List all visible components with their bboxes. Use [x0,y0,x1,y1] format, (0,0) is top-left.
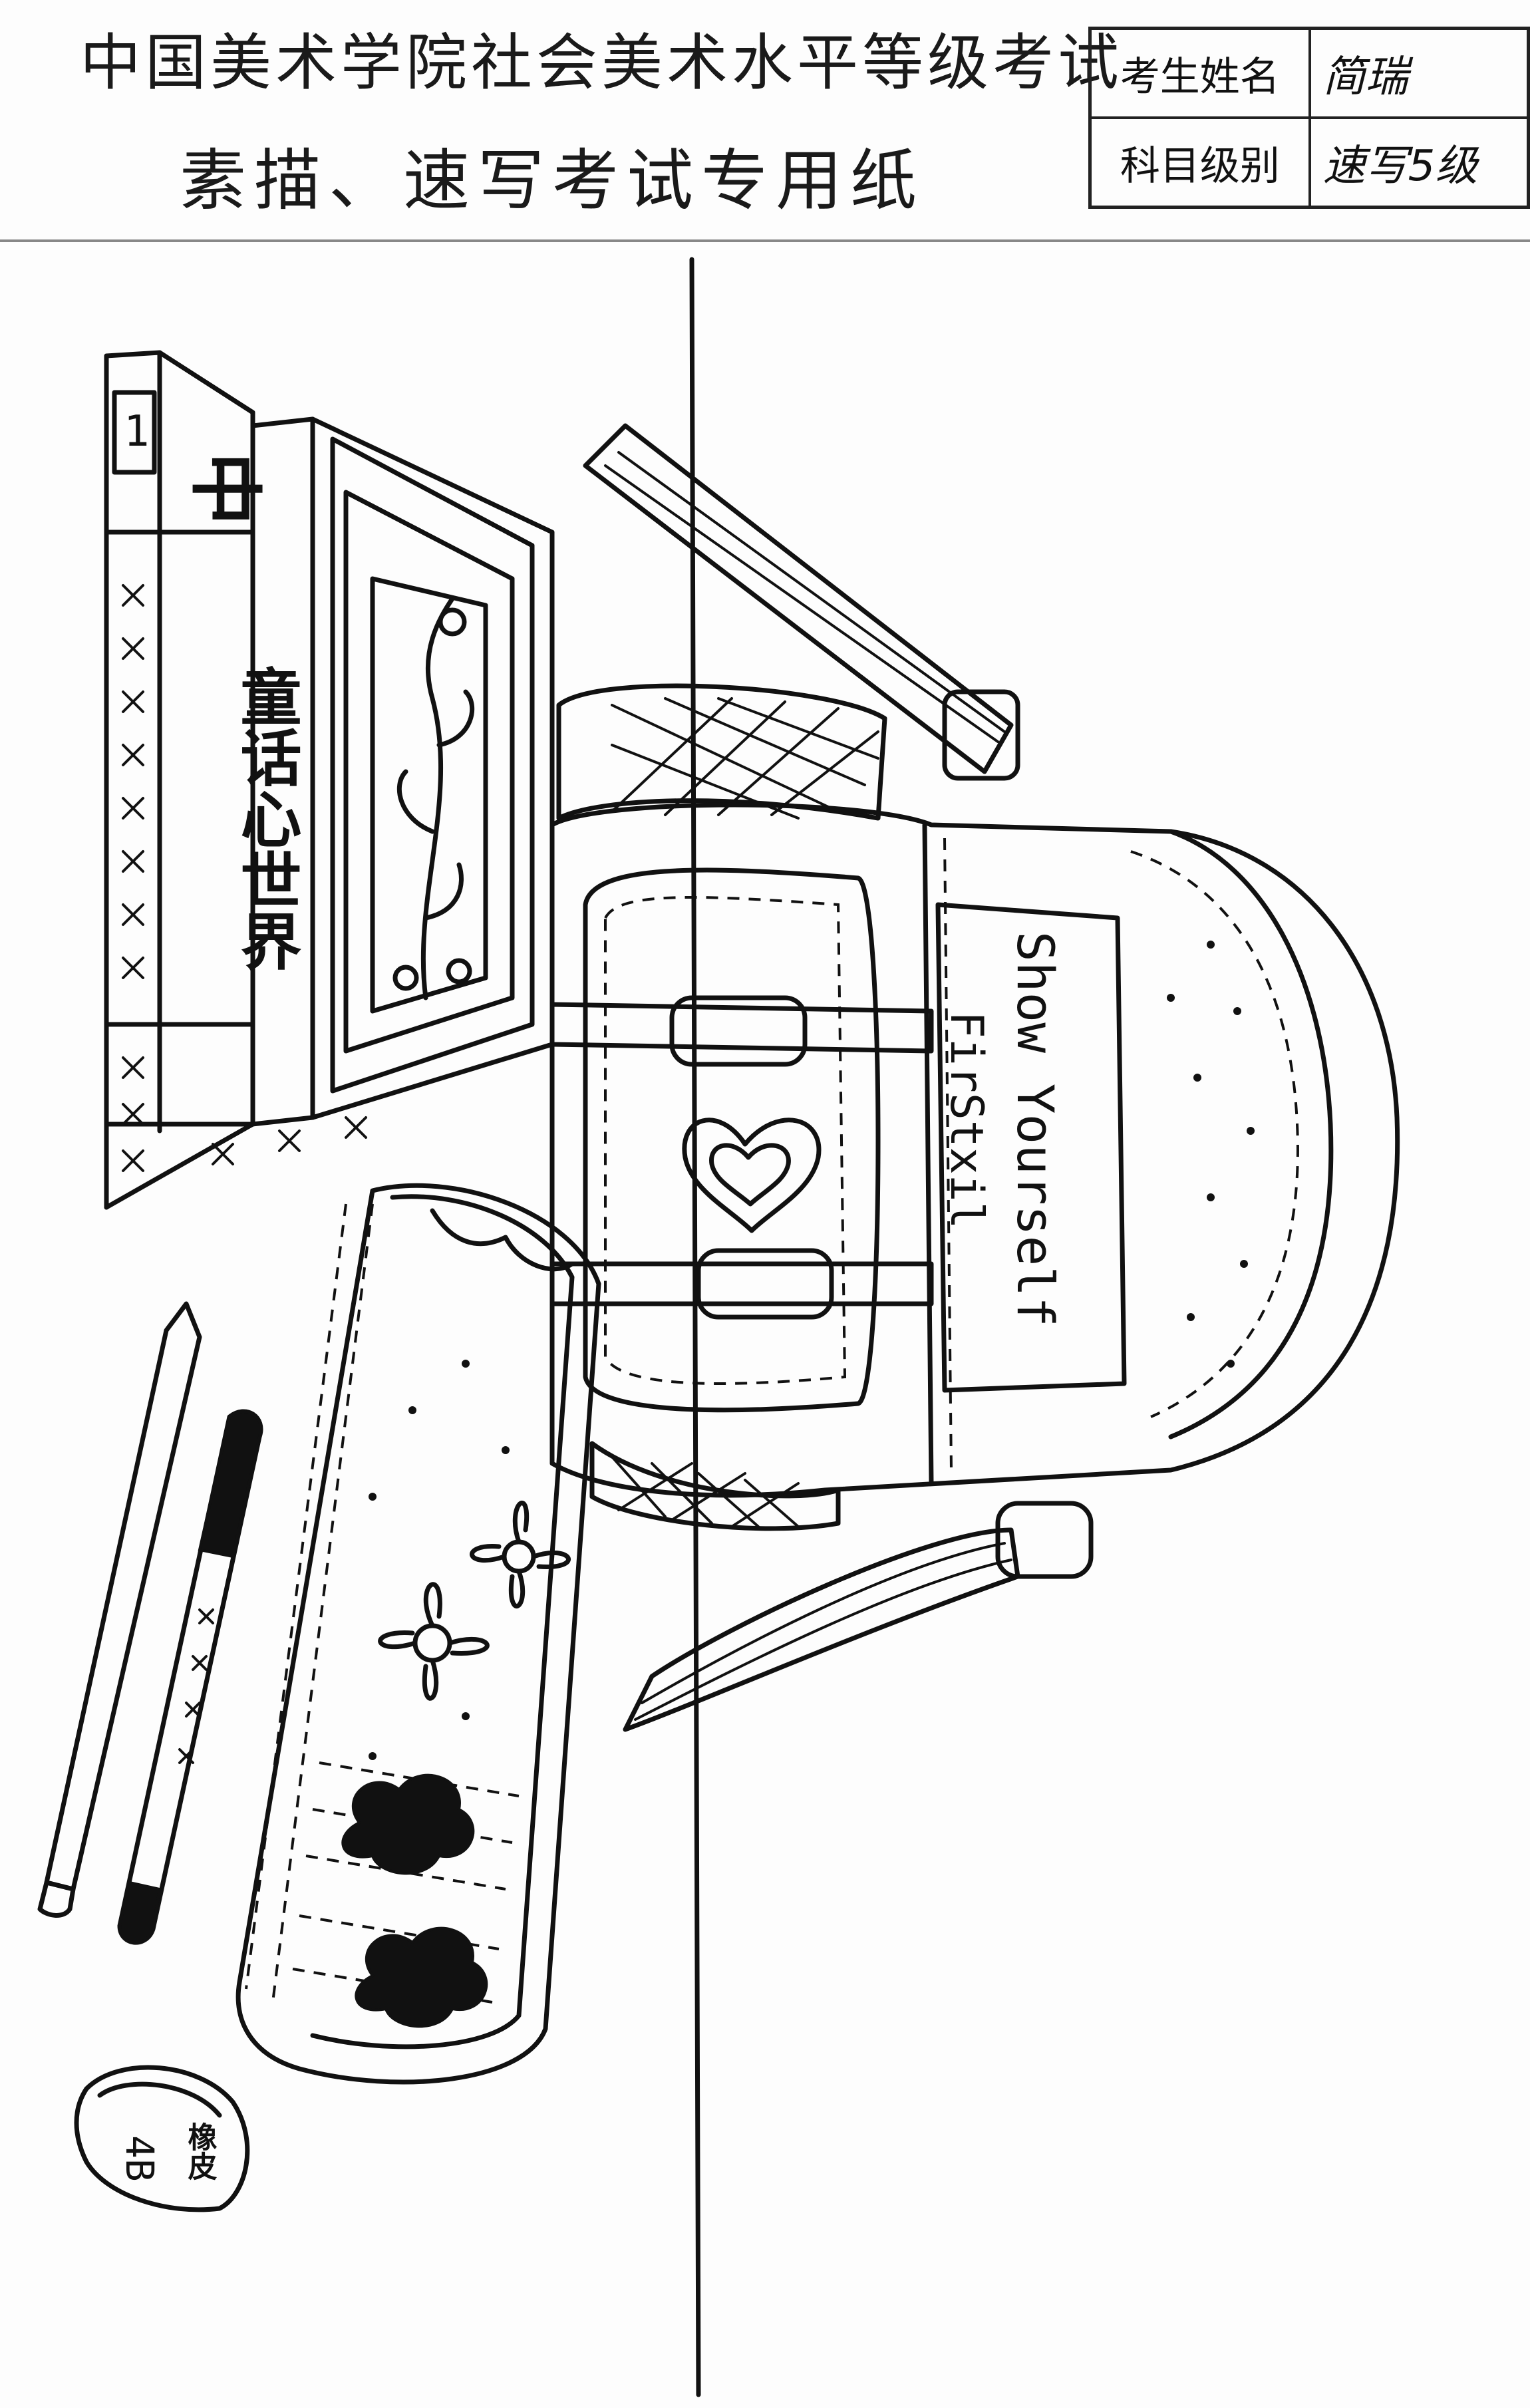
front-pocket [583,867,881,1413]
eraser: 4B 橡皮 [74,2065,250,2212]
subject-label: 科目级别 [1088,116,1311,209]
stitch-marks [122,584,367,1172]
strap-buckle-bottom [995,1501,1094,1579]
side-panel-dots [1167,941,1255,1368]
name-label: 考生姓名 [1088,27,1311,119]
buckle-upper [669,995,808,1067]
top-rim [556,683,887,821]
book-cover-panel [370,576,488,1014]
pencil-case [235,1183,601,2085]
cloud-mark-1 [341,1773,475,1875]
backpack-text-line2: FirStxil [940,1011,993,1229]
strap-buckle-top [942,689,1020,781]
book-title: 童话心世界 [230,665,302,971]
pen [117,1409,263,1945]
buckle-lower [696,1248,834,1320]
candidate-info-table: 考生姓名 简瑞 科目级别 速写5级 [1088,27,1530,209]
label-panel [935,902,1127,1393]
bottom-strap [623,1527,1020,1732]
backpack: Show Yourself FirStxil [549,423,1400,1732]
book-number-box [112,390,157,475]
pencil-body [44,1301,202,1892]
pencil-case-body [235,1183,601,2085]
book-cover-frame [330,436,535,1094]
eraser-label-grade: 4B [117,2135,162,2182]
book-spine-mark: 中 [182,452,268,526]
eraser-label-name: 橡皮 [183,2122,218,2181]
cloud-mark-2 [355,1926,488,2028]
bottom-rim [589,1441,841,1531]
pencil [37,1301,202,1918]
subject-value: 速写5级 [1308,116,1530,209]
heart-emblem [682,1118,822,1233]
case-flowers [378,1500,571,1701]
exam-title: 中国美术学院社会美术水平等级考试 [80,27,1124,98]
header-divider [0,239,1530,242]
backpack-text-line1: Show Yourself [1006,931,1065,1327]
top-strap [583,423,1014,774]
book-number: 1 [124,407,150,456]
pen-cap [198,1410,262,1559]
name-value: 简瑞 [1308,27,1530,119]
paper-subtitle: 素描、速写考试专用纸 [180,142,925,220]
book-stack: 1 中 童话心世界 [104,350,555,1210]
crosshatch-top [611,697,879,820]
case-dots [369,1360,510,1760]
eraser-body [74,2065,250,2212]
table-edge-line [689,257,701,2397]
pocket-strap-lower [549,1261,934,1306]
